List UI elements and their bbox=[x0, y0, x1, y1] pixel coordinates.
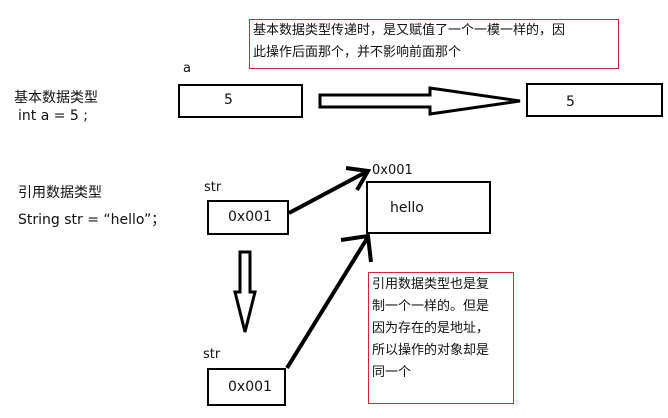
copy-arrow-reference bbox=[233, 250, 257, 333]
ref-addr-bottom: 0x001 bbox=[228, 379, 272, 395]
pointer-head-bottom bbox=[340, 233, 373, 263]
primitive-note-line2: 此操作后面那个，并不影响前面那个 bbox=[253, 45, 462, 60]
value-box-right: 5 bbox=[526, 83, 663, 117]
value-right: 5 bbox=[566, 94, 575, 110]
heap-address-label: 0x001 bbox=[372, 163, 413, 178]
var-label-str-bottom: str bbox=[203, 347, 221, 362]
pointer-line-bottom bbox=[285, 235, 370, 370]
var-label-str-top: str bbox=[204, 180, 222, 195]
reference-note-line3: 因为存在的是地址， bbox=[372, 321, 490, 336]
reference-note: 引用数据类型也是复 制一个一样的。但是 因为存在的是地址， 所以操作的对象却是 … bbox=[368, 272, 514, 404]
value-box-left: 5 bbox=[178, 84, 303, 118]
reference-note-line4: 所以操作的对象却是 bbox=[372, 343, 490, 358]
pointer-head-top bbox=[345, 166, 372, 192]
reference-note-line1: 引用数据类型也是复 bbox=[372, 277, 490, 292]
var-label-a-left: a bbox=[183, 61, 191, 76]
reference-code: String str = “hello”； bbox=[18, 212, 166, 228]
ref-box-top: 0x001 bbox=[207, 200, 289, 235]
primitive-note-line1: 基本数据类型传递时，是又赋值了一个一模一样的，因 bbox=[253, 23, 566, 38]
heap-value: hello bbox=[390, 200, 424, 216]
primitive-note: 基本数据类型传递时，是又赋值了一个一模一样的，因 此操作后面那个，并不影响前面那… bbox=[249, 19, 619, 69]
pointer-line-top bbox=[288, 170, 367, 215]
primitive-heading: 基本数据类型 bbox=[14, 90, 98, 106]
copy-arrow-primitive bbox=[318, 86, 521, 116]
reference-note-line5: 同一个 bbox=[372, 365, 412, 380]
primitive-code: int a = 5 ; bbox=[18, 108, 88, 124]
reference-note-line2: 制一个一样的。但是 bbox=[372, 299, 490, 314]
reference-heading: 引用数据类型 bbox=[18, 185, 102, 201]
ref-box-bottom: 0x001 bbox=[207, 368, 286, 406]
heap-object-box: hello bbox=[366, 181, 491, 234]
ref-addr-top: 0x001 bbox=[228, 209, 272, 225]
value-left: 5 bbox=[224, 92, 233, 108]
